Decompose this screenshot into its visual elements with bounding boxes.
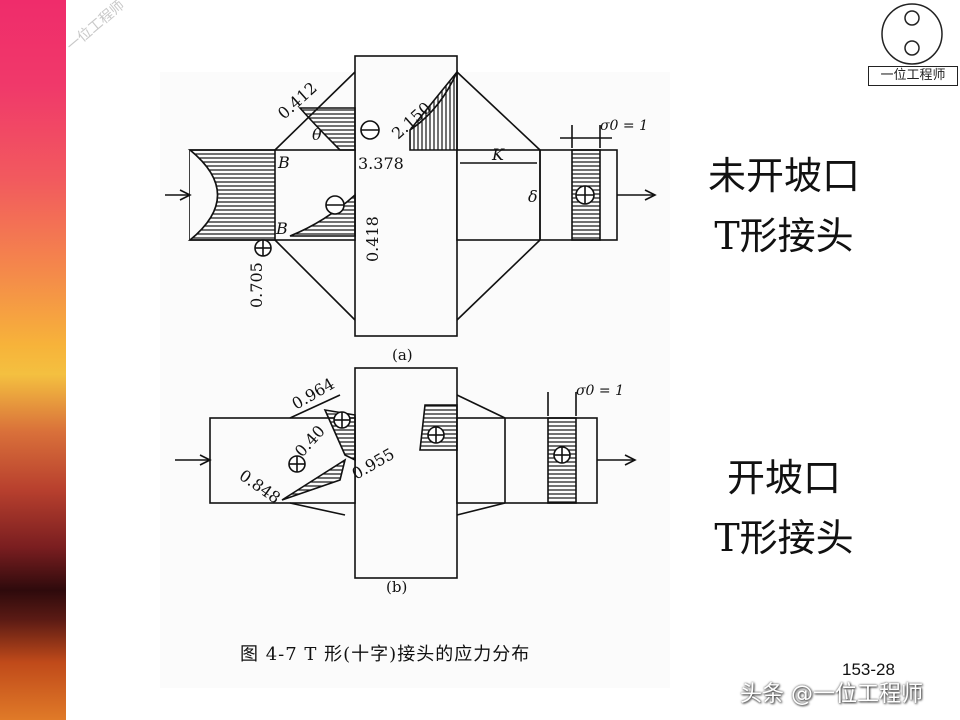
heading-a-line1: 未开坡口: [707, 154, 860, 198]
a-panel-label: (a): [392, 346, 413, 364]
logo-seal-icon: [881, 3, 943, 65]
figure-caption: 图 4-7 T 形(十字)接头的应力分布: [240, 644, 531, 665]
a-value-0705: 0.705: [247, 262, 266, 308]
a-value-0418: 0.418: [363, 216, 382, 262]
heading-b-line2: T形接头: [714, 516, 854, 560]
a-right-vertical-stress: [409, 69, 458, 151]
a-delta-label: δ: [528, 187, 538, 206]
a-top-weld-stress: [298, 107, 356, 151]
b-sigma-label: σ0 = 1: [576, 383, 624, 399]
b-left-lower-stress: [281, 458, 347, 501]
page-number: 153-28: [842, 660, 895, 679]
a-theta-label: θ: [312, 125, 322, 144]
credit-text: 头条 @一位工程师: [740, 682, 923, 707]
sunset-side-image: [0, 0, 66, 720]
a-sigma-label: σ0 = 1: [600, 118, 648, 134]
heading-a-line2: T形接头: [714, 214, 854, 258]
a-b-label-bottom: B: [275, 219, 288, 238]
a-bottom-weld-stress: [289, 193, 356, 237]
b-panel-label: (b): [386, 578, 407, 596]
a-value-3378: 3.378: [358, 154, 404, 173]
logo-label: 一位工程师: [868, 66, 958, 86]
a-k-label: K: [491, 145, 505, 164]
heading-b-line1: 开坡口: [726, 456, 841, 500]
a-b-label-top: B: [277, 153, 290, 172]
